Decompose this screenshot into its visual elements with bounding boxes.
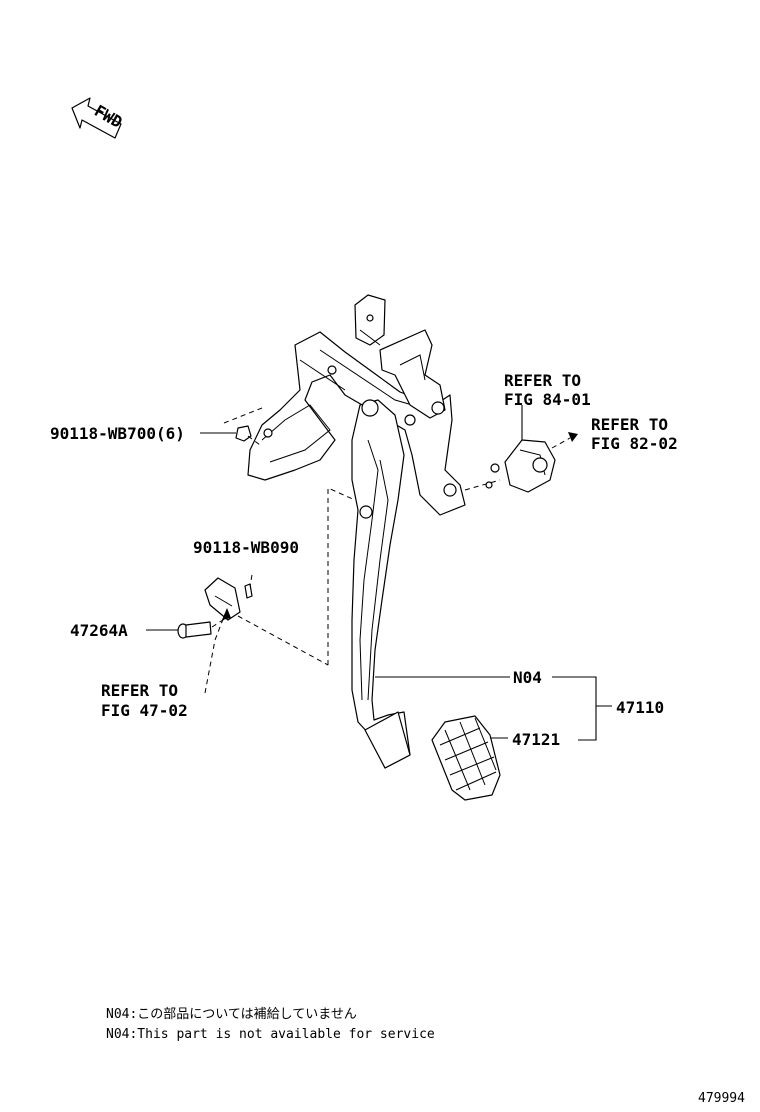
note-japanese: N04:この部品については補給していません [106, 1007, 357, 1022]
clip-part [204, 577, 253, 621]
ref-fig-47-02-line1: REFER TO [101, 681, 178, 700]
pedal-pad [431, 715, 501, 801]
fwd-arrow-icon: FWD [71, 97, 126, 139]
bracket-line-47110 [552, 676, 612, 741]
label-nut: 90118-WB700(6) [50, 424, 185, 443]
arrow-fig-47-02-icon [222, 608, 231, 620]
dashed-line-clip-hook [249, 574, 253, 587]
dashed-line-nut [223, 407, 263, 446]
arrow-fig-82-02-icon [568, 432, 578, 442]
label-assembly: 47110 [616, 698, 664, 717]
ref-fig-47-02-line2: FIG 47-02 [101, 701, 188, 720]
label-pin: 47264A [70, 621, 128, 640]
dashed-line-clip-bracket [327, 487, 356, 665]
dashed-line-fig-82-02 [551, 437, 571, 449]
pin-part [177, 621, 212, 639]
ref-fig-84-01-line2: FIG 84-01 [504, 390, 591, 409]
pedal-bracket [247, 294, 466, 516]
ref-fig-82-02-line2: FIG 82-02 [591, 434, 678, 453]
figure-number: 479994 [698, 1091, 745, 1106]
ref-fig-82-02-line1: REFER TO [591, 415, 668, 434]
brake-pedal-arm [351, 399, 411, 769]
stop-lamp-switch [485, 439, 556, 493]
note-english: N04:This part is not available for servi… [106, 1027, 435, 1042]
dashed-line-clip-pedal [237, 615, 329, 666]
ref-fig-84-01-line1: REFER TO [504, 371, 581, 390]
dashed-line-fig-47-02 [204, 613, 226, 694]
label-pedal-arm: N04 [513, 668, 542, 687]
dashed-line-switch-bracket [464, 479, 501, 491]
nut-part [235, 425, 252, 442]
label-clip: 90118-WB090 [193, 538, 299, 557]
label-pedal-pad: 47121 [512, 730, 560, 749]
